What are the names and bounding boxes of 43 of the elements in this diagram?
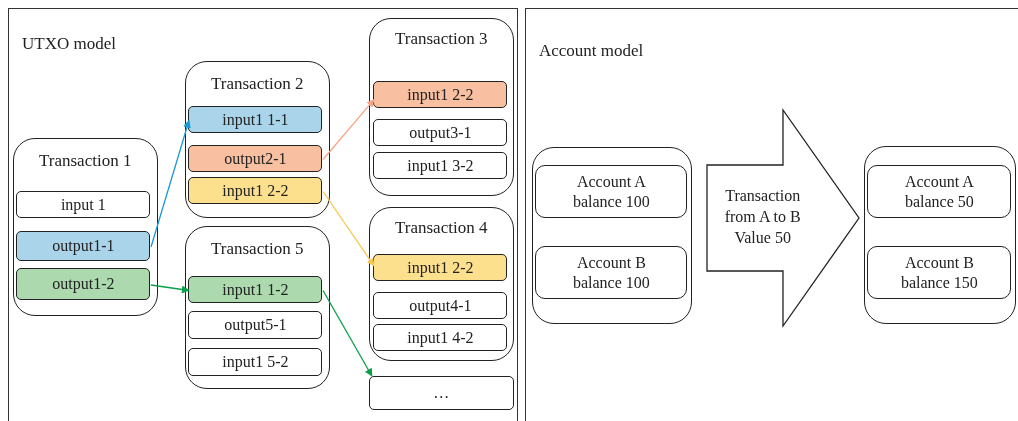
group-title: Transaction 5 (210, 238, 305, 259)
group-title: Transaction 2 (210, 73, 305, 94)
entry-box: input1 1-1 (188, 106, 323, 134)
account-box: Account B balance 150 (867, 246, 1012, 300)
entry-box: output2-1 (188, 145, 323, 173)
arrow (322, 190, 375, 267)
entry-box: output1-2 (16, 268, 151, 301)
transaction-group (368, 206, 514, 361)
block-arrow (706, 109, 859, 326)
account-box: Account B balance 100 (535, 246, 688, 300)
panel-heading: UTXO model (22, 34, 116, 54)
group-title: Transaction 4 (394, 217, 489, 238)
panel-frame (8, 8, 518, 421)
panel-frame (525, 8, 1018, 421)
transaction-group (184, 225, 330, 389)
transaction-group (368, 17, 514, 196)
entry-box: input1 5-2 (188, 348, 323, 377)
account-box: Account A balance 100 (535, 165, 688, 219)
arrow (150, 119, 191, 248)
entry-box: input 1 (16, 191, 151, 219)
account-group (863, 145, 1016, 324)
entry-box: output4-1 (373, 292, 508, 320)
transaction-group (184, 60, 330, 218)
entry-box: input1 1-2 (188, 276, 323, 304)
ellipsis-box: … (368, 375, 514, 410)
transaction-group (12, 137, 158, 316)
entry-box: input1 2-2 (373, 81, 508, 109)
group-title: Transaction 1 (38, 150, 133, 171)
account-group (531, 146, 692, 324)
entry-box: output5-1 (188, 311, 323, 340)
account-box: Account A balance 50 (867, 165, 1012, 219)
entry-box: output3-1 (373, 119, 508, 147)
panel-heading: Account model (539, 41, 644, 61)
entry-box: output1-1 (16, 231, 151, 262)
entry-box: input1 2-2 (373, 254, 508, 282)
arrow (150, 284, 190, 294)
entry-box: input1 4-2 (373, 324, 508, 352)
arrow (322, 98, 375, 161)
arrow (322, 289, 373, 377)
entry-box: input1 3-2 (373, 152, 508, 180)
group-title: Transaction 3 (394, 28, 489, 49)
arrow-label: Transaction from A to B Value 50 (723, 186, 802, 249)
entry-box: input1 2-2 (188, 177, 323, 205)
